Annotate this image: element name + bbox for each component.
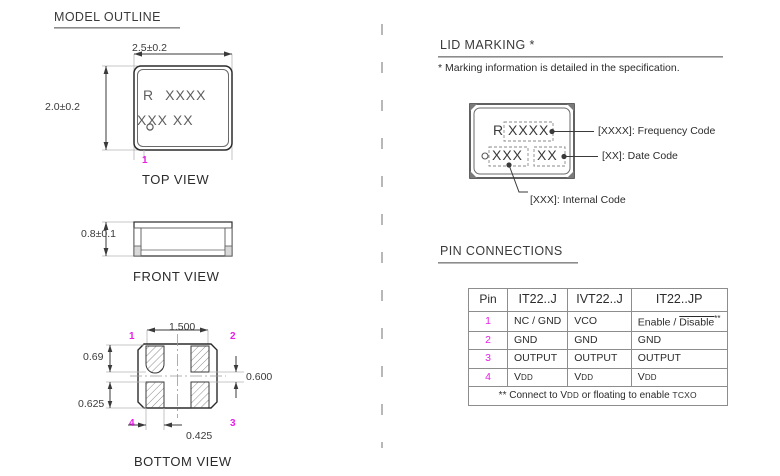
table-footnote-row: ** Connect to VDD or floating to enable … [468, 385, 728, 407]
footnote-mid: or floating to enable [579, 389, 673, 401]
center-divider [376, 24, 388, 448]
footnote-vdd-sub: DD [567, 390, 580, 400]
vdd-sub-2: DD [581, 372, 594, 382]
footnote-pre: ** Connect to V [498, 389, 568, 401]
model-outline-heading: MODEL OUTLINE [54, 10, 161, 24]
cell-r3-ivt22j: OUTPUT [567, 349, 632, 369]
footnote-tcxo: TCXO [672, 389, 697, 400]
lid-marking-freq-code: XXXX [508, 122, 550, 138]
cell-pin-3: 3 [468, 349, 508, 369]
bottom-view-pad-width-dim: 0.425 [186, 430, 213, 442]
front-view-drawing [84, 212, 254, 272]
top-view-marking-prefix: R [143, 87, 155, 103]
cell-r1-it22j: NC / GND [506, 310, 569, 333]
cell-r2-it22j: GND [506, 331, 569, 351]
header-pin: Pin [468, 288, 508, 312]
pin-connections-table-wrap: Pin IT22..J IVT22..J IT22..JP 1 NC / GND… [468, 288, 728, 407]
enable-label: Enable / [637, 316, 680, 329]
top-view-pin1-label: 1 [142, 155, 148, 166]
bottom-view-pin3-label: 3 [230, 418, 236, 429]
cell-r3-it22jp: OUTPUT [630, 349, 728, 369]
table-row: 1 NC / GND VCO Enable / Disable** [468, 310, 728, 333]
bottom-view-pitch-y-dim: 0.600 [246, 371, 273, 383]
bottom-view-label: BOTTOM VIEW [134, 454, 232, 469]
table-header-row: Pin IT22..J IVT22..J IT22..JP [468, 288, 728, 312]
bottom-view-drawing [84, 312, 299, 447]
bottom-view-pin2-label: 2 [230, 331, 236, 342]
table-row: 4 VDD VDD VDD [468, 367, 728, 387]
header-ivt22j: IVT22..J [567, 288, 632, 312]
cell-pin-4: 4 [468, 367, 508, 387]
cell-r1-it22jp: Enable / Disable** [630, 310, 728, 333]
callout-date-code: [XX]: Date Code [602, 150, 678, 162]
footnote-marker: ** [714, 313, 721, 323]
callout-frequency-code: [XXXX]: Frequency Code [598, 125, 716, 137]
bottom-view-pitch-x-dim: 1.500 [169, 321, 196, 333]
vdd-sub-3: DD [644, 372, 657, 382]
bottom-view-pin4-label: 4 [129, 418, 135, 429]
lid-marking-prefix: R [493, 122, 504, 138]
top-view-drawing [84, 40, 254, 175]
cell-pin-2: 2 [468, 331, 508, 351]
cell-pin-1: 1 [468, 310, 508, 333]
cell-r4-it22j: VDD [506, 367, 569, 387]
bottom-view-pin1-label: 1 [129, 331, 135, 342]
lid-marking-note: * Marking information is detailed in the… [438, 62, 680, 74]
cell-r1-ivt22j: VCO [567, 310, 632, 333]
table-row: 2 GND GND GND [468, 331, 728, 351]
top-view-label: TOP VIEW [142, 172, 210, 187]
top-view-marking-line2: XXX XX [137, 112, 194, 128]
top-view-marking-freq: XXXX [165, 87, 207, 103]
cell-r2-ivt22j: GND [567, 331, 632, 351]
cell-r4-it22jp: VDD [630, 367, 728, 387]
lid-marking-heading: LID MARKING * [440, 38, 535, 52]
disable-label-overlined: Disable [679, 316, 715, 329]
cell-r3-it22j: OUTPUT [506, 349, 569, 369]
vdd-v-2: V [574, 370, 582, 383]
vdd-v-3: V [637, 370, 645, 383]
callout-internal-code: [XXX]: Internal Code [530, 194, 626, 206]
cell-r2-it22jp: GND [630, 331, 728, 351]
table-footnote: ** Connect to VDD or floating to enable … [468, 385, 728, 407]
top-view-height-dim: 2.0±0.2 [45, 101, 80, 113]
lid-marking-date-code: XX [537, 147, 558, 163]
lid-marking-diagram [466, 100, 736, 215]
pin-connections-underline [438, 262, 578, 264]
lid-marking-internal-code: XXX [492, 147, 524, 163]
bottom-view-pad-h-bottom-dim: 0.625 [78, 398, 105, 410]
top-view-marking-line1: R XXXX [143, 87, 206, 103]
model-outline-underline [54, 27, 180, 29]
bottom-view-pad-h-top-dim: 0.69 [83, 351, 104, 363]
header-it22j: IT22..J [506, 288, 569, 312]
top-view-width-dim: 2.5±0.2 [132, 42, 167, 54]
front-view-height-dim: 0.8±0.1 [81, 228, 116, 240]
table-row: 3 OUTPUT OUTPUT OUTPUT [468, 349, 728, 369]
lid-marking-underline [438, 56, 723, 58]
vdd-v-1: V [514, 370, 522, 383]
pin-connections-heading: PIN CONNECTIONS [440, 244, 563, 258]
header-it22jp: IT22..JP [630, 288, 728, 312]
cell-r4-ivt22j: VDD [567, 367, 632, 387]
vdd-sub-1: DD [521, 372, 533, 382]
front-view-label: FRONT VIEW [133, 269, 220, 284]
pin-connections-table: Pin IT22..J IVT22..J IT22..JP 1 NC / GND… [468, 288, 728, 407]
